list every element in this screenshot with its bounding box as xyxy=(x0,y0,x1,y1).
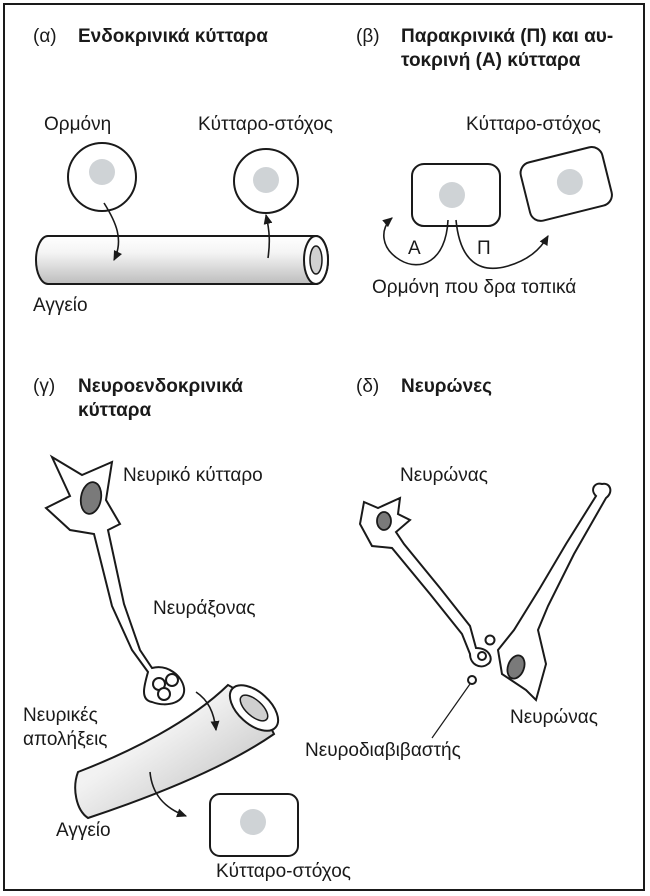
panel-b-letter: (β) xyxy=(356,26,380,47)
panel-d: (δ) Νευρώνες Νευρώνας Νευρώνας Νευροδιαβ… xyxy=(305,376,610,761)
panel-c-title-line2: κύτταρα xyxy=(78,400,152,421)
panel-c-title-line1: Νευροενδοκρινικά xyxy=(78,376,243,397)
panel-a-title: Ενδοκρινικά κύτταρα xyxy=(78,26,268,47)
paracrine-cell xyxy=(412,164,500,226)
presynaptic-neuron xyxy=(360,498,491,666)
local-hormone-label: Ορμόνη που δρα τοπικά xyxy=(372,277,576,298)
paracrine-mark: Π xyxy=(477,238,491,259)
target-cell-label-c: Κύτταρο-στόχος xyxy=(216,861,351,882)
postsynaptic-neuron xyxy=(498,484,610,700)
synaptic-vesicle xyxy=(478,652,486,660)
transmitter-vesicle xyxy=(486,636,495,645)
autocrine-mark: Α xyxy=(408,238,421,259)
panel-c: (γ) Νευροενδοκρινικά κύτταρα Νευρικό κύτ… xyxy=(23,376,351,882)
vesicle xyxy=(166,674,178,686)
panel-c-letter: (γ) xyxy=(33,376,55,397)
paracrine-arrow xyxy=(456,220,548,268)
blood-vessel-a xyxy=(36,236,328,284)
target-cell-a xyxy=(234,149,298,213)
panel-a-letter: (α) xyxy=(33,26,57,47)
nerve-endings-label-line1: Νευρικές xyxy=(23,705,98,726)
panel-b-title-line1: Παρακρινικά (Π) και αυ- xyxy=(401,26,613,47)
neurotransmitter-pointer xyxy=(432,684,470,738)
nerve-cell-label: Νευρικό κύτταρο xyxy=(123,465,263,486)
neuron-bottom-label: Νευρώνας xyxy=(510,707,598,728)
transmitter-molecule xyxy=(468,676,476,684)
target-cell-c xyxy=(210,794,298,856)
nerve-endings-label-line2: απολήξεις xyxy=(23,729,107,750)
target-cell-label-b: Κύτταρο-στόχος xyxy=(466,114,601,135)
target-cell-b xyxy=(518,145,614,224)
neuron-top-label: Νευρώνας xyxy=(400,465,488,486)
vessel-label-c: Αγγείο xyxy=(56,820,111,841)
endocrine-cell xyxy=(68,143,136,211)
panel-a: (α) Ενδοκρινικά κύτταρα Ορμόνη Κύτταρο-σ… xyxy=(33,26,333,316)
vessel-label-a: Αγγείο xyxy=(33,295,88,316)
vesicle xyxy=(158,688,170,700)
axon-label: Νευράξονας xyxy=(153,598,256,619)
panel-b: (β) Παρακρινικά (Π) και αυ- τοκρινή (Α) … xyxy=(356,26,614,298)
panel-d-letter: (δ) xyxy=(356,376,379,397)
target-cell-label-a: Κύτταρο-στόχος xyxy=(198,114,333,135)
neurotransmitter-label: Νευροδιαβιβαστής xyxy=(305,740,461,761)
panel-d-title: Νευρώνες xyxy=(401,376,492,397)
panel-b-title-line2: τοκρινή (Α) κύτταρα xyxy=(401,50,581,71)
hormone-label: Ορμόνη xyxy=(44,114,111,135)
neuroendocrine-cell xyxy=(46,457,184,704)
